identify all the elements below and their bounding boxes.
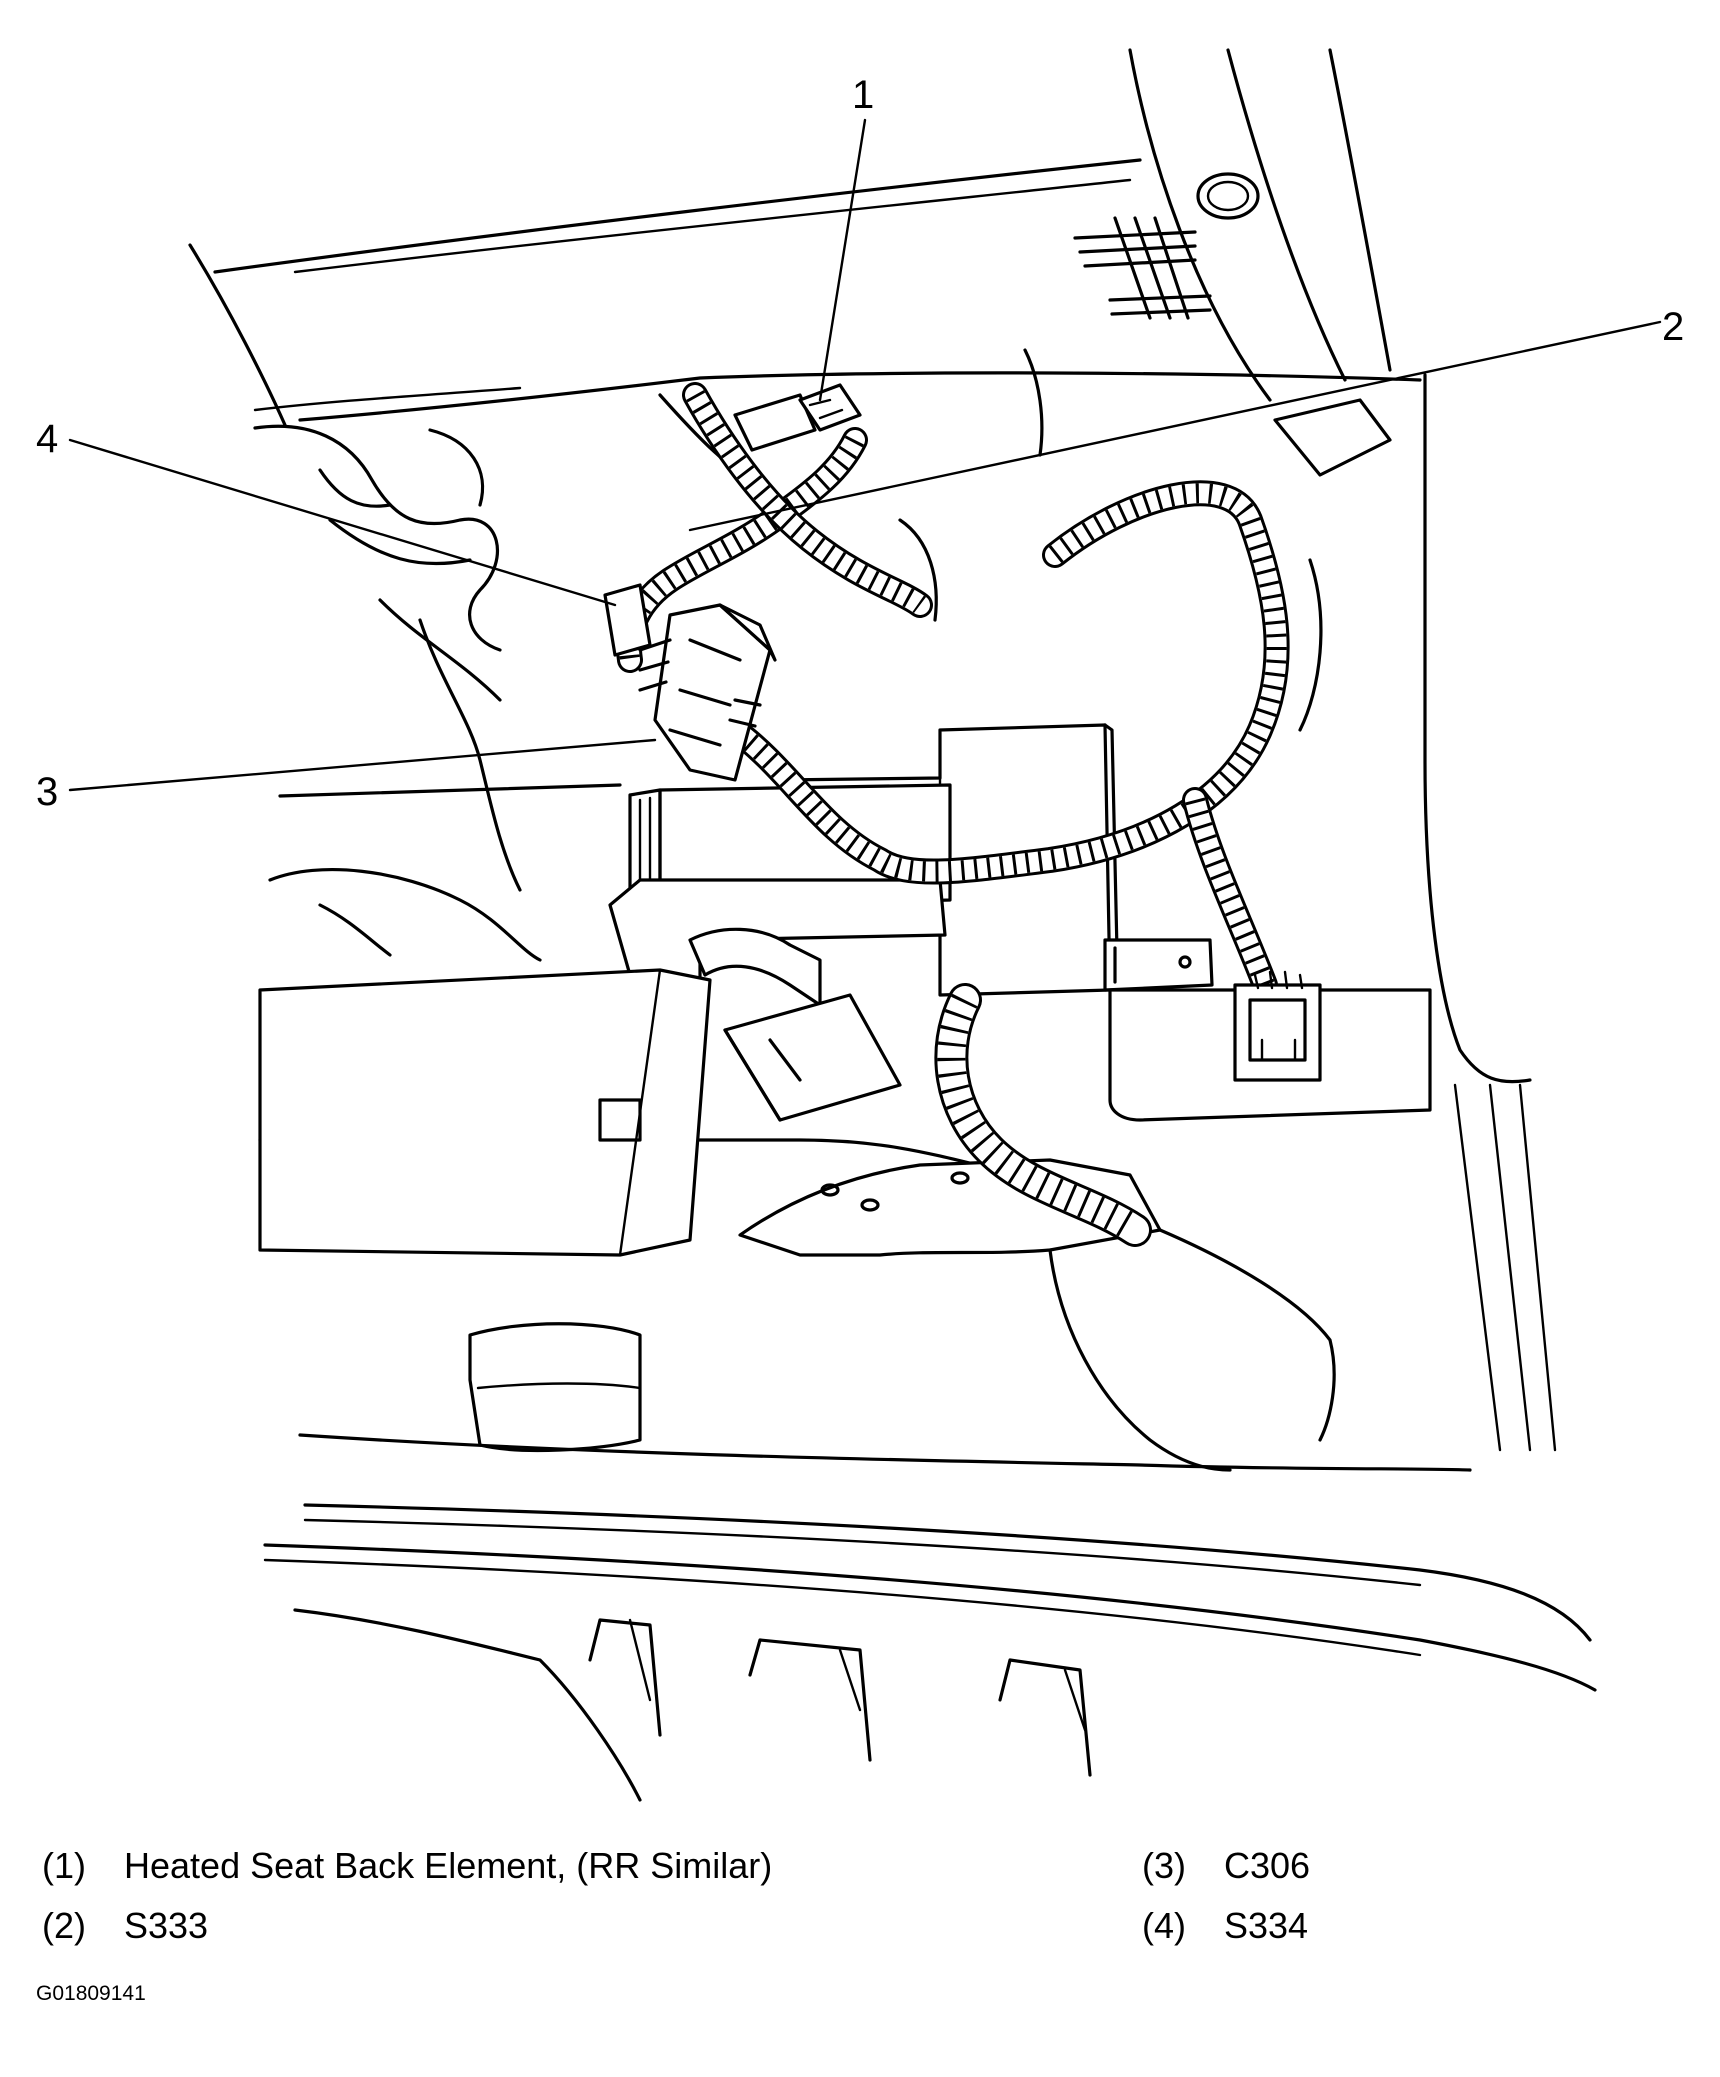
floor-rails [263,1433,1597,1802]
legend-item-1: (1) Heated Seat Back Element, (RR Similar… [42,1845,772,1887]
wiring-harness [603,382,1290,1247]
heated-element-lead [798,383,862,432]
callout-1: 1 [852,73,874,117]
callout-4: 4 [36,417,58,461]
legend-text: S334 [1224,1905,1309,1946]
callout-2: 2 [1662,305,1684,349]
lower-bracket [258,783,1432,1472]
leader-4 [68,438,617,607]
seat-side-contour [253,424,542,962]
legend-text: S333 [124,1905,209,1946]
callout-leaders [68,118,1662,792]
leader-2 [688,320,1662,532]
legend-number: (4) [1142,1905,1186,1946]
harness-diagonal [682,382,933,618]
splice-s333-sleeve [733,393,817,452]
leader-3 [68,738,657,792]
legend-number: (2) [42,1905,86,1946]
figure-id: G01809141 [36,1982,146,2005]
legend-text: Heated Seat Back Element, (RR Similar) [124,1845,773,1886]
seat-back-panel [188,48,1422,477]
legend-number: (3) [1142,1845,1186,1886]
legend-item-3: (3) C306 [1142,1845,1310,1887]
legend-number: (1) [42,1845,86,1886]
connector-right [1233,970,1322,1082]
callout-3: 3 [36,770,58,814]
legend-text: C306 [1224,1845,1311,1886]
leader-1 [818,118,867,402]
splice-s334 [603,583,652,657]
harness-right-drop [1182,787,1278,998]
legend-item-4: (4) S334 [1142,1905,1308,1947]
harness-lower-drop [934,983,1152,1247]
connector-c306 [638,603,777,782]
legend-item-2: (2) S333 [42,1905,208,1947]
